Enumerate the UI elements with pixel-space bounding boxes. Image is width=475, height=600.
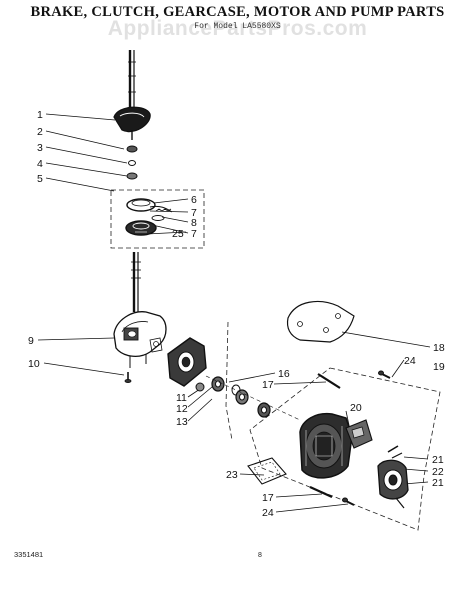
bolt-part <box>124 372 132 383</box>
pump-plate-part <box>167 337 207 392</box>
callout-7a: 7 <box>191 207 197 219</box>
callout-8: 8 <box>191 217 197 229</box>
callout-4: 4 <box>37 158 43 170</box>
callout-20: 20 <box>350 402 362 414</box>
callout-17a: 17 <box>262 379 274 391</box>
callout-3: 3 <box>37 142 43 154</box>
callout-labels: 1 2 3 4 5 6 7 8 7 25 9 10 11 12 13 16 17… <box>28 109 445 519</box>
motor-mount-plate-part <box>286 300 355 343</box>
callout-24b: 24 <box>262 507 274 519</box>
drive-motor-part <box>299 412 373 479</box>
coupling-parts <box>205 375 301 421</box>
callout-11: 11 <box>176 392 187 404</box>
callout-18: 18 <box>433 342 445 354</box>
gearcase-part <box>113 252 167 368</box>
callout-13: 13 <box>176 416 188 428</box>
clamp-rod-parts <box>309 370 391 506</box>
gasket-part <box>247 457 287 485</box>
callout-19: 19 <box>433 361 445 373</box>
callout-10: 10 <box>28 358 40 370</box>
callout-17b: 17 <box>262 492 274 504</box>
callout-9: 9 <box>28 335 34 347</box>
callout-23: 23 <box>226 469 238 481</box>
diagram-code: 3351481 <box>14 550 44 559</box>
callout-5: 5 <box>37 173 43 185</box>
leader-lines <box>37 113 431 513</box>
callout-16: 16 <box>278 368 290 380</box>
diagram-subtitle: For Model LA5580XS <box>194 22 281 31</box>
washer-parts <box>126 145 138 180</box>
callout-2: 2 <box>37 126 43 138</box>
callout-24a: 24 <box>404 355 416 367</box>
callout-7b: 7 <box>191 228 197 240</box>
drive-shaft-part <box>113 50 151 140</box>
callout-21b: 21 <box>432 477 444 489</box>
callout-21a: 21 <box>432 454 444 466</box>
pump-part <box>377 445 409 509</box>
callout-1: 1 <box>37 109 43 121</box>
callout-25: 25 <box>172 228 184 240</box>
callout-22: 22 <box>432 466 444 478</box>
watermark: AppliancePartsPros.com <box>107 17 368 40</box>
brake-assembly-part <box>125 198 173 236</box>
callout-12: 12 <box>176 403 188 415</box>
diagram-title: BRAKE, CLUTCH, GEARCASE, MOTOR AND PUMP … <box>30 4 445 20</box>
callout-6: 6 <box>191 194 197 206</box>
page-number: 8 <box>258 552 262 559</box>
group-boxes <box>110 189 441 531</box>
